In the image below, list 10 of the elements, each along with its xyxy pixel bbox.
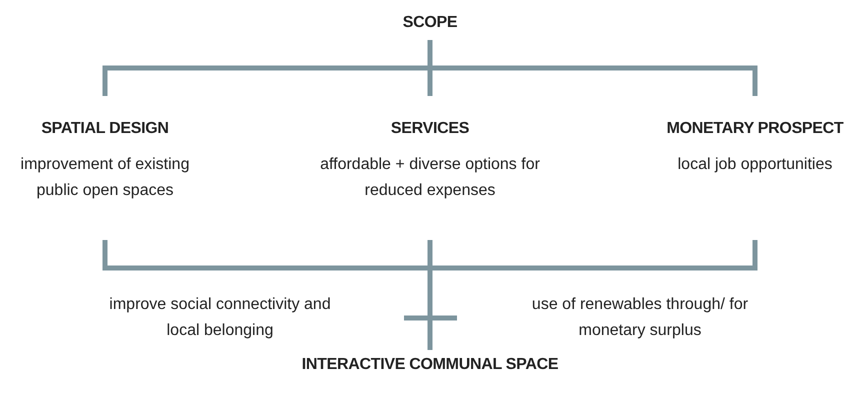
- heading: SERVICES: [390, 120, 470, 138]
- heading: SCOPE: [402, 14, 458, 32]
- annotation-text: use of renewables through/ for monetary surplus: [530, 295, 750, 341]
- description-text: improvement of existing public open spaces: [20, 155, 190, 201]
- heading: INTERACTIVE COMMUNAL SPACE: [302, 356, 558, 374]
- heading: SPATIAL DESIGN: [41, 120, 169, 138]
- annotation-text: improve social connectivity and local belonging: [108, 295, 332, 341]
- description-text: affordable + diverse options for reduced expenses: [319, 155, 541, 201]
- heading: MONETARY PROSPECT: [666, 120, 844, 138]
- description-text: local job opportunities: [676, 155, 834, 175]
